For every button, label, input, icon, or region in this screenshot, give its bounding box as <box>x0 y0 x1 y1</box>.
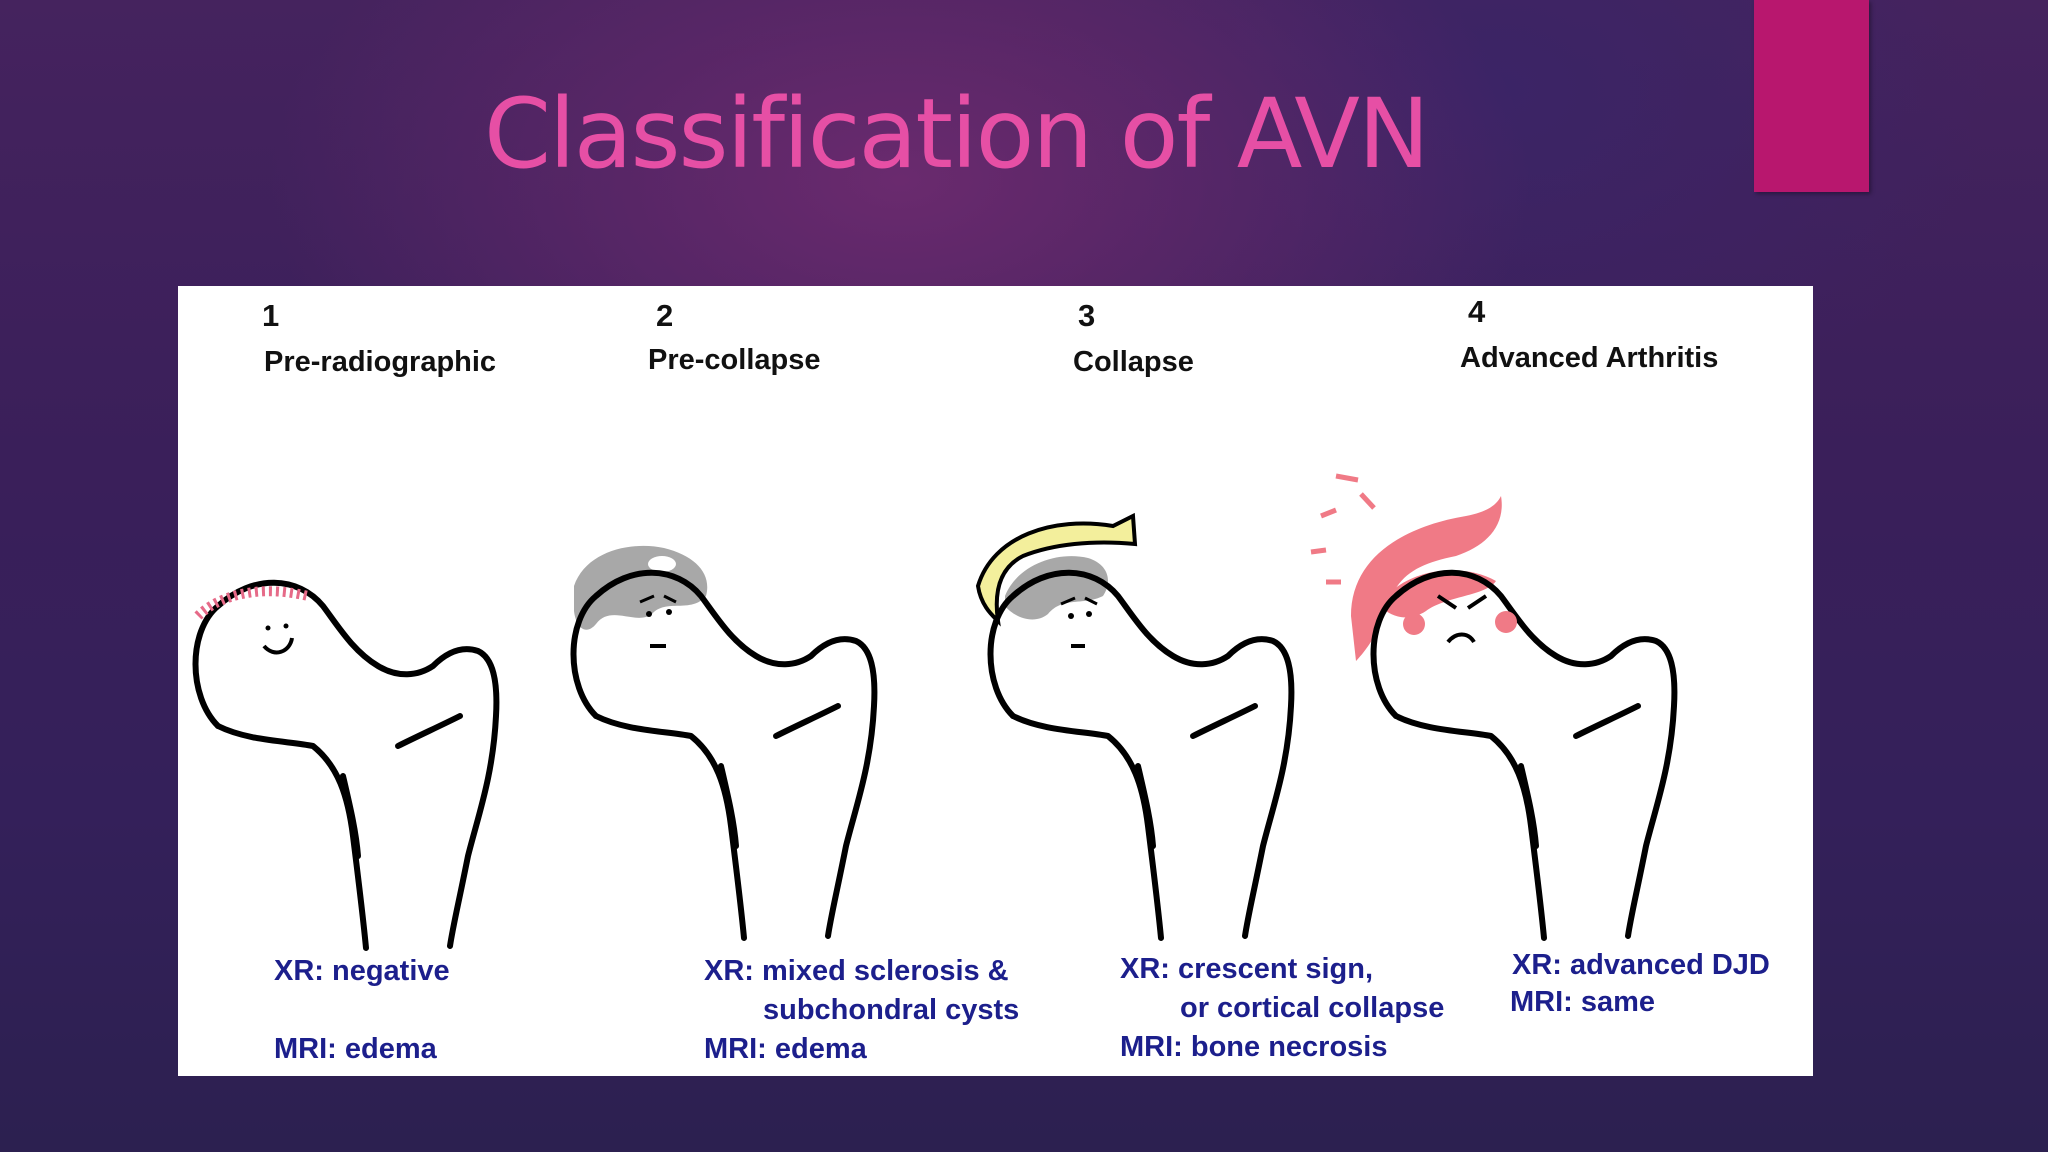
stage-3-xr-continued: or cortical collapse <box>1180 992 1445 1024</box>
femur-stage-3 <box>975 512 1291 938</box>
stage-2-number: 2 <box>656 298 674 333</box>
eye-icon <box>666 609 672 615</box>
worried-brows <box>1060 596 1098 606</box>
stage-4-number: 4 <box>1468 294 1486 329</box>
avn-figure: 1 Pre-radiographic 2 Pre-collapse 3 Coll… <box>178 286 1813 1076</box>
eye-icon <box>283 623 289 629</box>
stage-4-name: Advanced Arthritis <box>1460 342 1719 374</box>
worried-brows <box>639 594 677 604</box>
femur-illustrations <box>178 473 1813 1076</box>
femur-stage-2 <box>574 545 875 938</box>
eye-icon <box>1086 611 1092 617</box>
eye-icon <box>646 611 652 617</box>
stage-1-xr: XR: negative <box>274 955 450 987</box>
stage-3-name: Collapse <box>1073 346 1194 378</box>
stage-2-xr: XR: mixed sclerosis & <box>704 955 1009 987</box>
eye-icon <box>265 625 271 631</box>
accent-bar <box>1754 0 1869 192</box>
cheek <box>1403 613 1425 635</box>
slide-title: Classification of AVN <box>484 78 1430 190</box>
stage-2-xr-continued: subchondral cysts <box>763 994 1020 1026</box>
stage-2-mri: MRI: edema <box>704 1033 867 1065</box>
stage-3-mri: MRI: bone necrosis <box>1120 1031 1388 1063</box>
stage-4-mri: MRI: same <box>1510 986 1656 1018</box>
edema-marks <box>194 586 310 620</box>
eye-icon <box>1068 613 1074 619</box>
frown-mouth <box>1446 632 1476 644</box>
femur-stage-1 <box>196 583 497 948</box>
stage-1-number: 1 <box>262 298 280 333</box>
stage-3-xr: XR: crescent sign, <box>1120 953 1374 985</box>
stage-1-name: Pre-radiographic <box>264 346 497 378</box>
stage-3-number: 3 <box>1078 298 1096 333</box>
arthritis-cartilage <box>1351 496 1502 661</box>
cyst <box>648 556 676 572</box>
sclerosis-area <box>574 545 708 630</box>
stage-1-mri: MRI: edema <box>274 1033 437 1065</box>
smile-mouth <box>262 637 294 655</box>
femur-stage-4 <box>1310 473 1674 938</box>
stage-2-name: Pre-collapse <box>648 344 821 376</box>
pain-lines <box>1310 473 1376 585</box>
angry-brows <box>1436 594 1488 610</box>
stage-4-xr: XR: advanced DJD <box>1512 949 1770 981</box>
cheek <box>1495 611 1517 633</box>
